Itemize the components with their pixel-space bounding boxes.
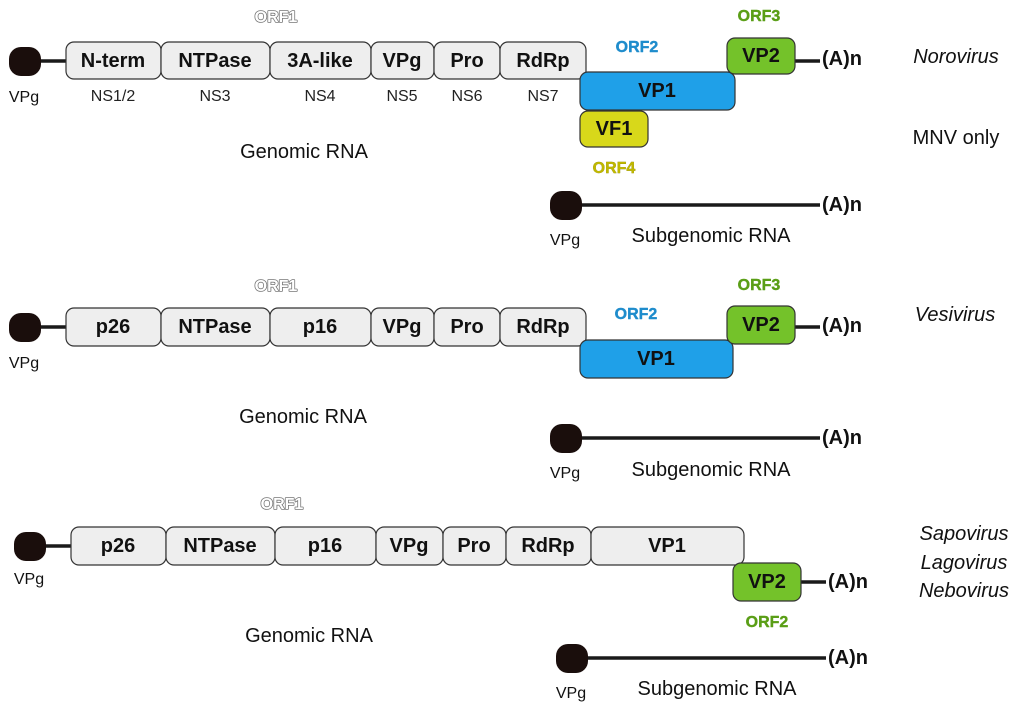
vp2-label: VP2: [742, 45, 780, 67]
segment-label: Pro: [457, 535, 490, 557]
subgenomic-vpg-cap: [556, 644, 588, 673]
orf1-label: ORF1: [261, 496, 304, 513]
genus-norovirus: Norovirus: [913, 46, 999, 68]
genus-nebovirus: Nebovirus: [919, 580, 1009, 602]
vp2-block: [726, 37, 796, 75]
vpg-label: VPg: [9, 355, 39, 372]
subgenomic-rna-label: Subgenomic RNA: [632, 225, 792, 247]
segment-label: N-term: [81, 50, 145, 72]
vf1-label: VF1: [596, 118, 633, 140]
vpg-label: VPg: [14, 571, 44, 588]
segment-label: p26: [96, 316, 130, 338]
segment-label: VP1: [648, 535, 686, 557]
vpg-label: VPg: [9, 89, 39, 106]
norovirus-panel: VPg ORF1 N-term NS1/2 NTPase NS3 3A-like…: [9, 8, 999, 249]
segment-label: 3A-like: [287, 50, 353, 72]
vp1-block: [579, 339, 734, 379]
segment-label: p26: [101, 535, 135, 557]
orf3-label: ORF3: [738, 8, 781, 25]
segment-rdrp: [499, 41, 587, 80]
vp1-block: [579, 71, 736, 111]
vpg-cap: [9, 47, 41, 76]
orf2-label: ORF2: [746, 614, 789, 631]
segment-label: NTPase: [178, 50, 251, 72]
vp1-label: VP1: [638, 80, 676, 102]
subgenomic-vpg-label: VPg: [550, 232, 580, 249]
segment-label: NTPase: [178, 316, 251, 338]
segment-sub-label: NS6: [451, 88, 482, 105]
orf2-label: ORF2: [615, 306, 658, 323]
subgenomic-polya-tail: (A)n: [828, 647, 868, 669]
segment-sub-label: NS3: [199, 88, 230, 105]
vp2-label: VP2: [748, 571, 786, 593]
subgenomic-vpg-label: VPg: [556, 685, 586, 702]
polya-tail: (A)n: [822, 48, 862, 70]
segment-label: p16: [303, 316, 337, 338]
subgenomic-vpg-label: VPg: [550, 465, 580, 482]
subgenomic-rna-label: Subgenomic RNA: [638, 678, 798, 700]
segment-label: VPg: [383, 316, 422, 338]
segment-label: Pro: [450, 50, 483, 72]
vpg-cap: [9, 313, 41, 342]
orf1-label: ORF1: [255, 9, 298, 26]
segment-sub-label: NS4: [304, 88, 335, 105]
genomic-rna-label: Genomic RNA: [240, 141, 368, 163]
orf2-label: ORF2: [616, 39, 659, 56]
segment-label: VPg: [390, 535, 429, 557]
mnv-only-note: MNV only: [913, 127, 1000, 149]
vesivirus-panel: VPg ORF1 p26 NTPase p16 VPg Pro RdRp ORF…: [9, 277, 995, 482]
subgenomic-vpg-cap: [550, 191, 582, 220]
segment-vp1: [590, 526, 745, 566]
vpg-cap: [14, 532, 46, 561]
subgenomic-polya-tail: (A)n: [822, 194, 862, 216]
segment-rdrp: [499, 307, 587, 347]
orf3-label: ORF3: [738, 277, 781, 294]
segment-label: p16: [308, 535, 342, 557]
polya-tail: (A)n: [828, 571, 868, 593]
genomic-rna-label: Genomic RNA: [239, 406, 367, 428]
segment-label: NTPase: [183, 535, 256, 557]
genus-vesivirus: Vesivirus: [915, 304, 995, 326]
subgenomic-rna-label: Subgenomic RNA: [632, 459, 792, 481]
polya-tail: (A)n: [822, 315, 862, 337]
genus-lagovirus: Lagovirus: [921, 552, 1008, 574]
segment-sub-label: NS5: [386, 88, 417, 105]
vp2-block: [726, 305, 796, 345]
segment-label: RdRp: [516, 50, 569, 72]
segment-sub-label: NS7: [527, 88, 558, 105]
orf1-label: ORF1: [255, 278, 298, 295]
segment-label: Pro: [450, 316, 483, 338]
sapovirus-panel: VPg ORF1 p26 NTPase p16 VPg Pro RdRp VP1…: [14, 495, 1009, 702]
vp2-block: [732, 562, 802, 602]
orf4-label: ORF4: [593, 160, 636, 177]
subgenomic-polya-tail: (A)n: [822, 427, 862, 449]
vp2-label: VP2: [742, 314, 780, 336]
segment-label: RdRp: [516, 316, 569, 338]
vp1-label: VP1: [637, 348, 675, 370]
genomic-rna-label: Genomic RNA: [245, 625, 373, 647]
vf1-block: [579, 110, 649, 148]
genus-sapovirus: Sapovirus: [920, 523, 1009, 545]
subgenomic-vpg-cap: [550, 424, 582, 453]
segment-label: VPg: [383, 50, 422, 72]
segment-label: RdRp: [521, 535, 574, 557]
segment-sub-label: NS1/2: [91, 88, 136, 105]
